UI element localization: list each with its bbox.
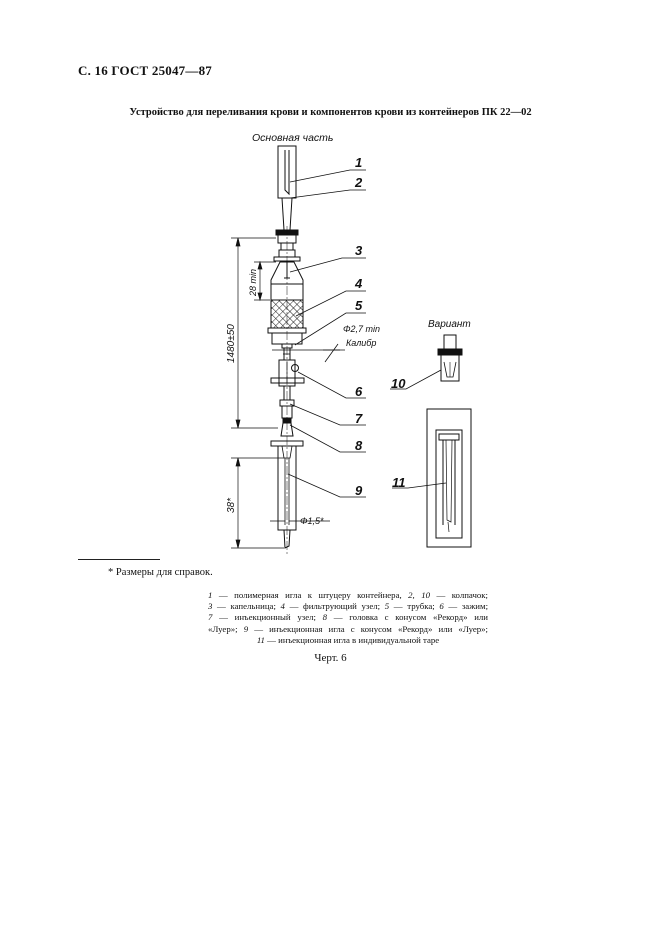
- callout-10: 10: [391, 376, 406, 391]
- legend-line-4: «Луер»; 9 — инъекционная игла с конусом …: [208, 624, 488, 635]
- tube-diameter-label: Φ2,7 min: [343, 324, 380, 334]
- legend-text: — фильтрующий узел;: [284, 601, 385, 612]
- legend-line-3: 7 — инъекционный узел; 8 — головка с кон…: [208, 612, 488, 623]
- variant-label: Вариант: [428, 319, 471, 330]
- footnote-rule: [78, 559, 160, 560]
- legend-num: 11: [256, 634, 265, 645]
- page-header: С. 16 ГОСТ 25047—87: [78, 63, 212, 78]
- legend-num: 4: [280, 601, 285, 612]
- legend-text: — полимерная игла к штуцеру контейнера,: [212, 590, 409, 600]
- needle-diameter-label: Φ1,5*: [300, 516, 324, 526]
- legend-line-5: 11 — инъекционная игла в индивидуальной …: [208, 635, 488, 646]
- callout-2: 2: [354, 175, 363, 190]
- callout-4: 4: [354, 276, 363, 291]
- legend-line-2: 3 — капельница; 4 — фильтрующий узел; 5 …: [208, 601, 488, 612]
- legend: 1 — полимерная игла к штуцеру контейнера…: [208, 590, 488, 646]
- gauge-label: Калибр: [346, 338, 376, 348]
- container-needle-assembly: [275, 145, 299, 258]
- overall-length-dimension: [231, 237, 278, 429]
- drawing-title: Устройство для переливания крови и компо…: [129, 107, 532, 118]
- packaged-needle-11: [426, 408, 472, 548]
- legend-num: 6: [439, 601, 444, 612]
- leader-lines: [287, 169, 366, 498]
- legend-num: 7: [208, 612, 213, 623]
- needle-length-label: 38*: [226, 497, 237, 513]
- callout-5: 5: [355, 298, 363, 313]
- legend-text: — инъекционная игла с конусом «Рекорд» и…: [248, 623, 488, 634]
- callout-9: 9: [355, 483, 363, 498]
- overall-length-label: 1480±50: [226, 324, 237, 363]
- legend-num: 1: [208, 590, 213, 600]
- callout-8: 8: [355, 438, 363, 453]
- legend-text: — инъекционный узел;: [212, 612, 323, 623]
- variant-cap-10: [437, 334, 463, 382]
- legend-text: — колпачок;: [430, 590, 489, 600]
- callout-11: 11: [392, 475, 406, 490]
- legend-num: 9: [243, 623, 249, 634]
- legend-text: — инъекционная игла в индивидуальной тар…: [264, 634, 440, 645]
- legend-num: 5: [384, 601, 390, 612]
- legend-text: — капельница;: [212, 601, 281, 612]
- main-part-label: Основная часть: [252, 132, 333, 144]
- chamber-dimension-label: 28 min: [248, 269, 258, 297]
- needle-length-dimension: [231, 457, 284, 549]
- legend-text: — головка с конусом «Рекорд» или: [327, 612, 488, 623]
- callout-7: 7: [355, 411, 363, 426]
- callout-3: 3: [355, 243, 363, 258]
- chamber-dimension: [254, 260, 276, 302]
- legend-num: 2, 10: [408, 590, 430, 600]
- figure-caption: Черт. 6: [314, 652, 347, 664]
- callout-1: 1: [355, 155, 362, 170]
- tube-section: [272, 343, 345, 363]
- legend-text: «Луер»;: [208, 623, 244, 634]
- legend-num: 3: [208, 601, 213, 612]
- legend-text: — трубка;: [389, 601, 440, 612]
- legend-num: 8: [322, 612, 328, 623]
- footnote: * Размеры для справок.: [108, 567, 213, 578]
- callout-6: 6: [355, 384, 363, 399]
- legend-text: — зажим;: [443, 601, 489, 612]
- legend-line-1: 1 — полимерная игла к штуцеру контейнера…: [208, 590, 488, 601]
